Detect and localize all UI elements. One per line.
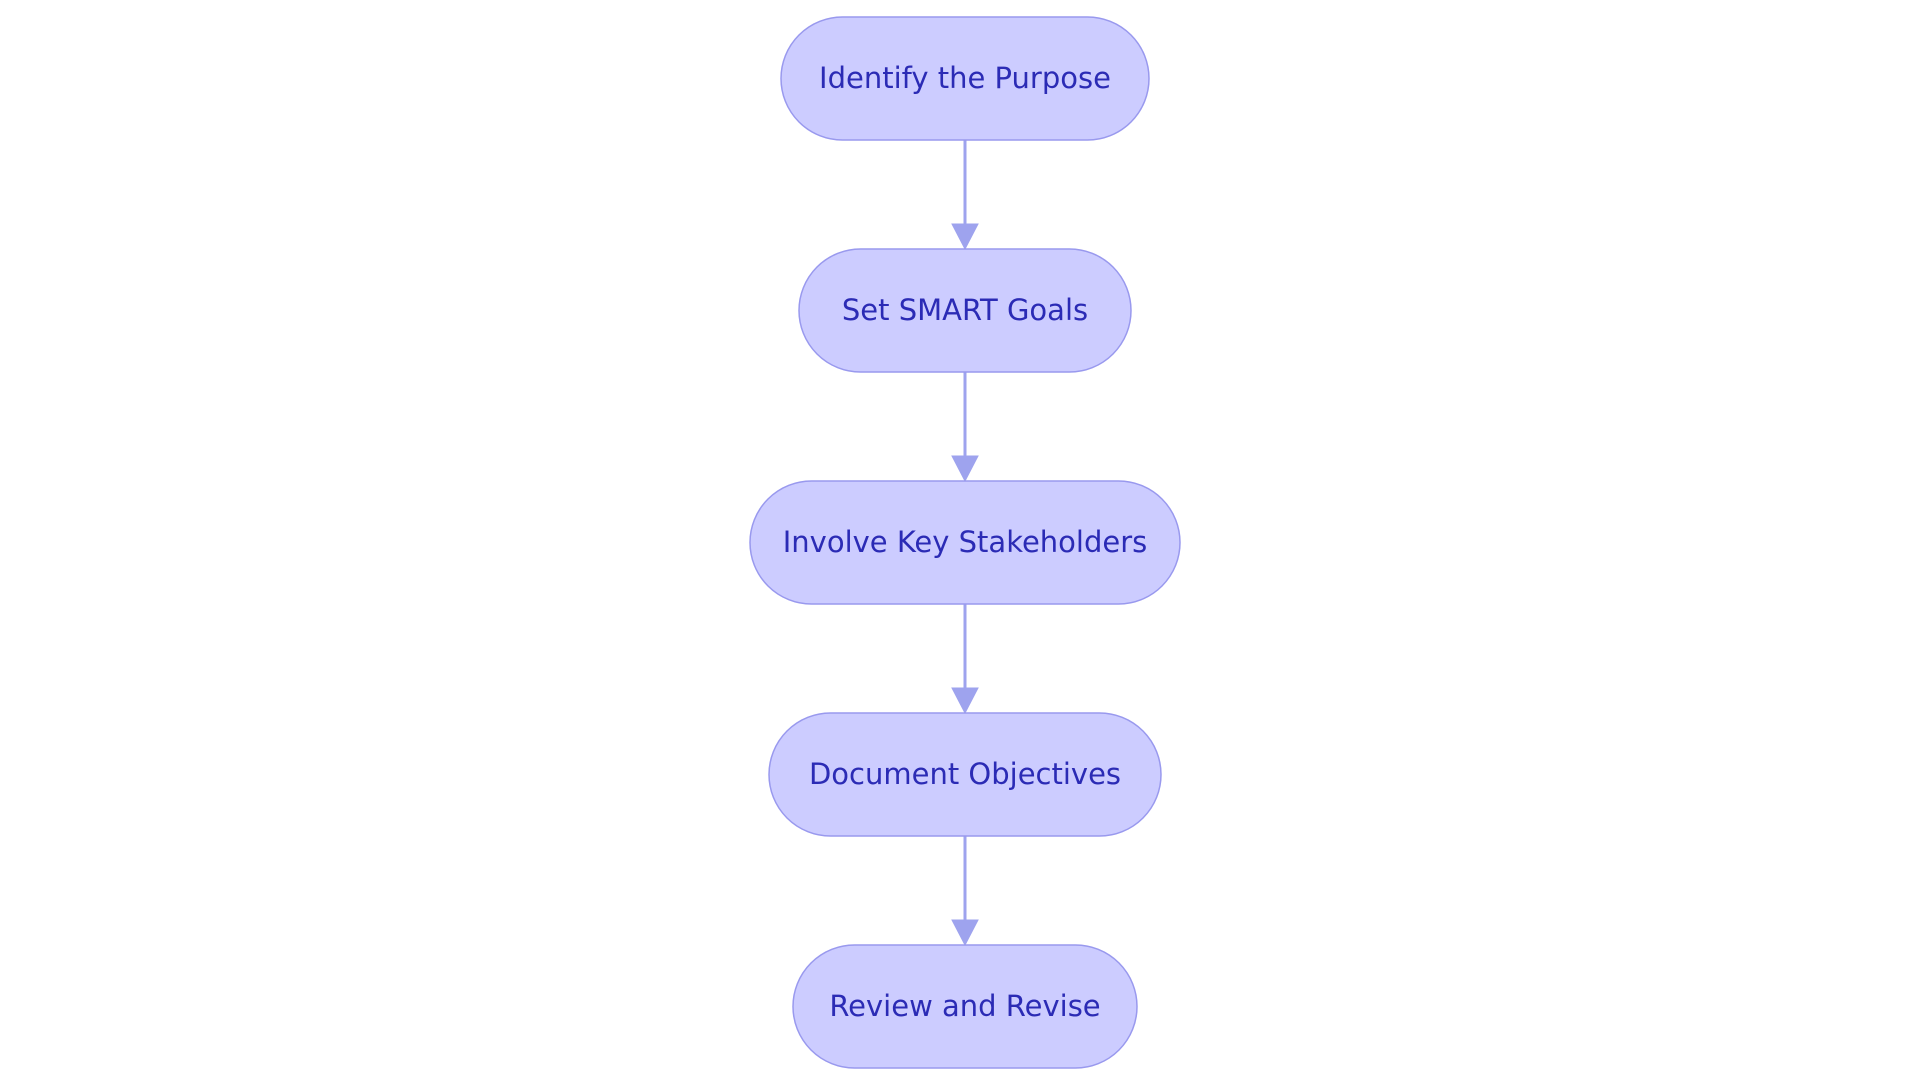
node-identify-the-purpose[interactable]: Identify the Purpose: [780, 16, 1150, 141]
node-label: Involve Key Stakeholders: [783, 525, 1148, 559]
node-pill-shape: [792, 944, 1138, 1069]
node-set-smart-goals[interactable]: Set SMART Goals: [798, 248, 1132, 373]
arrowhead-icon: [951, 223, 979, 251]
edge-stakeholders-to-document: [951, 604, 979, 715]
edge-smart-to-stakeholders: [951, 372, 979, 483]
node-document-objectives[interactable]: Document Objectives: [768, 712, 1162, 837]
nodes-layer: Identify the Purpose Set SMART Goals Inv…: [749, 16, 1181, 1069]
node-label: Review and Revise: [829, 989, 1100, 1023]
node-pill-shape: [768, 712, 1162, 837]
node-pill-shape: [780, 16, 1150, 141]
node-review-and-revise[interactable]: Review and Revise: [792, 944, 1138, 1069]
node-involve-key-stakeholders[interactable]: Involve Key Stakeholders: [749, 480, 1181, 605]
edge-document-to-review: [951, 836, 979, 947]
node-label: Identify the Purpose: [819, 61, 1111, 95]
arrowhead-icon: [951, 687, 979, 715]
edges-layer: [951, 140, 979, 947]
edge-identify-to-smart: [951, 140, 979, 251]
node-label: Set SMART Goals: [842, 293, 1088, 327]
arrowhead-icon: [951, 919, 979, 947]
node-pill-shape: [749, 480, 1181, 605]
node-pill-shape: [798, 248, 1132, 373]
node-label: Document Objectives: [809, 757, 1121, 791]
arrowhead-icon: [951, 455, 979, 483]
